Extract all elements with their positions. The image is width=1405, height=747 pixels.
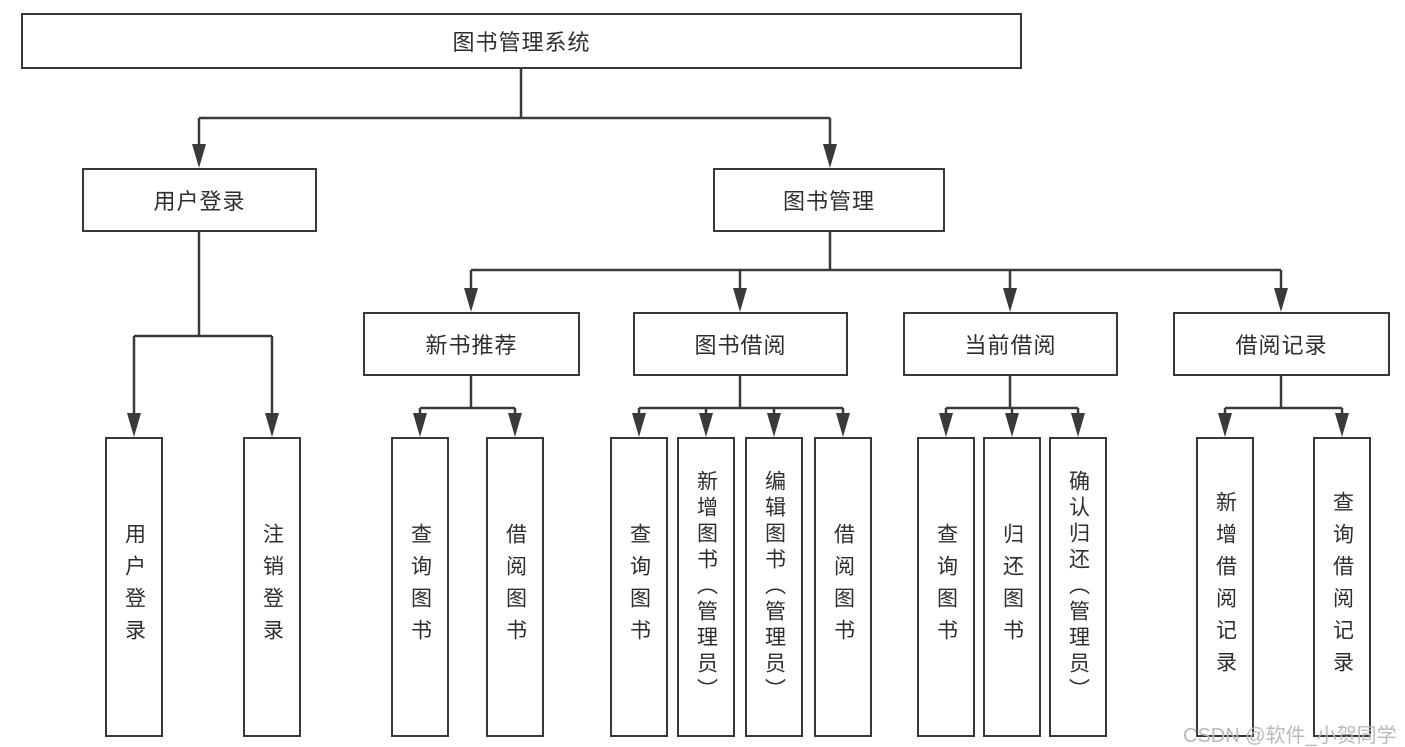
node-label: 借阅记录 (1235, 333, 1328, 358)
connector-new-book-recommend-to-children (413, 376, 522, 437)
leaf-add-books-admin: 新增图书（管理员） (677, 437, 735, 737)
connector-current-borrow-to-children (939, 376, 1085, 437)
leaf-borrow-books: 借阅图书 (814, 437, 872, 737)
leaf-add-borrow-record: 新增借阅记录 (1196, 437, 1254, 737)
connector-borrow-records-to-children (1218, 376, 1349, 437)
leaf-current-query-books: 查询图书 (917, 437, 975, 737)
node-book-borrow: 图书借阅 (633, 312, 848, 376)
node-label: 图书管理 (782, 189, 875, 214)
node-label: 图书借阅 (694, 333, 787, 358)
leaf-edit-books-admin: 编辑图书（管理员） (745, 437, 803, 737)
node-label: 用户登录 (122, 523, 146, 651)
node-label: 当前借阅 (964, 333, 1057, 358)
node-label: 确认归还（管理员） (1066, 470, 1090, 704)
node-label: 借阅图书 (831, 523, 855, 651)
node-label: 新增借阅记录 (1213, 491, 1237, 683)
node-library-management-system: 图书管理系统 (21, 13, 1022, 69)
node-label: 查询图书 (408, 523, 432, 651)
connector-user-login-to-children (127, 232, 279, 437)
node-user-login: 用户登录 (82, 168, 317, 232)
node-label: 新书推荐 (425, 333, 518, 358)
node-current-borrow: 当前借阅 (903, 312, 1118, 376)
node-label: 编辑图书（管理员） (762, 470, 786, 704)
connector-root-to-level2 (192, 68, 837, 168)
node-label: 查询图书 (627, 523, 651, 651)
node-label: 查询借阅记录 (1330, 491, 1354, 683)
leaf-logout: 注销登录 (243, 437, 301, 737)
leaf-return-books: 归还图书 (983, 437, 1041, 737)
node-label: 归还图书 (1000, 523, 1024, 651)
connector-book-management-to-level3 (464, 232, 1288, 312)
leaf-confirm-return-admin: 确认归还（管理员） (1049, 437, 1107, 737)
leaf-query-borrow-record: 查询借阅记录 (1313, 437, 1371, 737)
node-label: 借阅图书 (503, 523, 527, 651)
node-new-book-recommend: 新书推荐 (363, 312, 580, 376)
leaf-recommend-query-books: 查询图书 (391, 437, 449, 737)
leaf-recommend-borrow-books: 借阅图书 (486, 437, 544, 737)
connector-book-borrow-to-children (632, 376, 850, 437)
node-label: 查询图书 (934, 523, 958, 651)
node-label: 用户登录 (153, 189, 246, 214)
csdn-watermark: CSDN @软件_小贺同学 (1183, 725, 1397, 747)
node-borrow-records: 借阅记录 (1173, 312, 1390, 376)
node-label: 图书管理系统 (452, 30, 591, 55)
leaf-user-login: 用户登录 (105, 437, 163, 737)
leaf-borrow-query-books: 查询图书 (610, 437, 668, 737)
node-book-management: 图书管理 (713, 168, 945, 232)
node-label: 注销登录 (260, 523, 284, 651)
node-label: 新增图书（管理员） (694, 470, 718, 704)
